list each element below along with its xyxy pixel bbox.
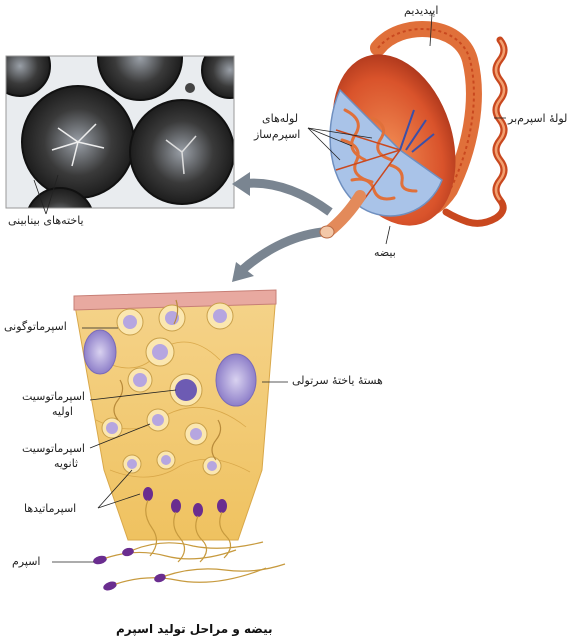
label-primary-spermatocyte-2: اولیه	[52, 405, 73, 419]
label-secondary-spermatocyte-1: اسپرماتوسیت	[22, 442, 85, 456]
label-interstitial-cells: یاخته‌های بینابینی	[8, 214, 84, 228]
sertoli-nucleus-right	[216, 354, 256, 406]
arrow-to-micrograph-head	[232, 172, 250, 196]
label-vas-deferens: لولهٔ اسپرم‌بر	[508, 112, 567, 126]
label-epididymis: اپیدیدیم	[404, 4, 438, 18]
label-seminiferous-tubules-2: اسپرم‌ساز	[254, 128, 300, 142]
diagram-caption: بیضه و مراحل تولید اسپرم	[116, 622, 272, 636]
sertoli-nucleus-left	[84, 330, 116, 374]
spermatic-cord	[328, 196, 360, 232]
label-testis: بیضه	[374, 246, 396, 260]
tubule-wedge	[74, 290, 276, 540]
label-seminiferous-tubules-1: لوله‌های	[262, 112, 298, 126]
arrow-to-tubule	[240, 232, 322, 272]
label-primary-spermatocyte-1: اسپرماتوسیت	[22, 390, 85, 404]
label-sertoli-nucleus: هستهٔ یاختهٔ سرتولی	[292, 374, 383, 388]
label-sperm: اسپرم	[12, 555, 40, 569]
label-secondary-spermatocyte-2: ثانویه	[54, 457, 78, 471]
free-sperm	[92, 542, 285, 592]
label-spermatogonia: اسپرماتوگونی	[4, 320, 67, 334]
label-spermatids: اسپرماتیدها	[24, 502, 76, 516]
testis-illustration	[312, 29, 504, 242]
arrow-to-micrograph	[240, 183, 330, 212]
